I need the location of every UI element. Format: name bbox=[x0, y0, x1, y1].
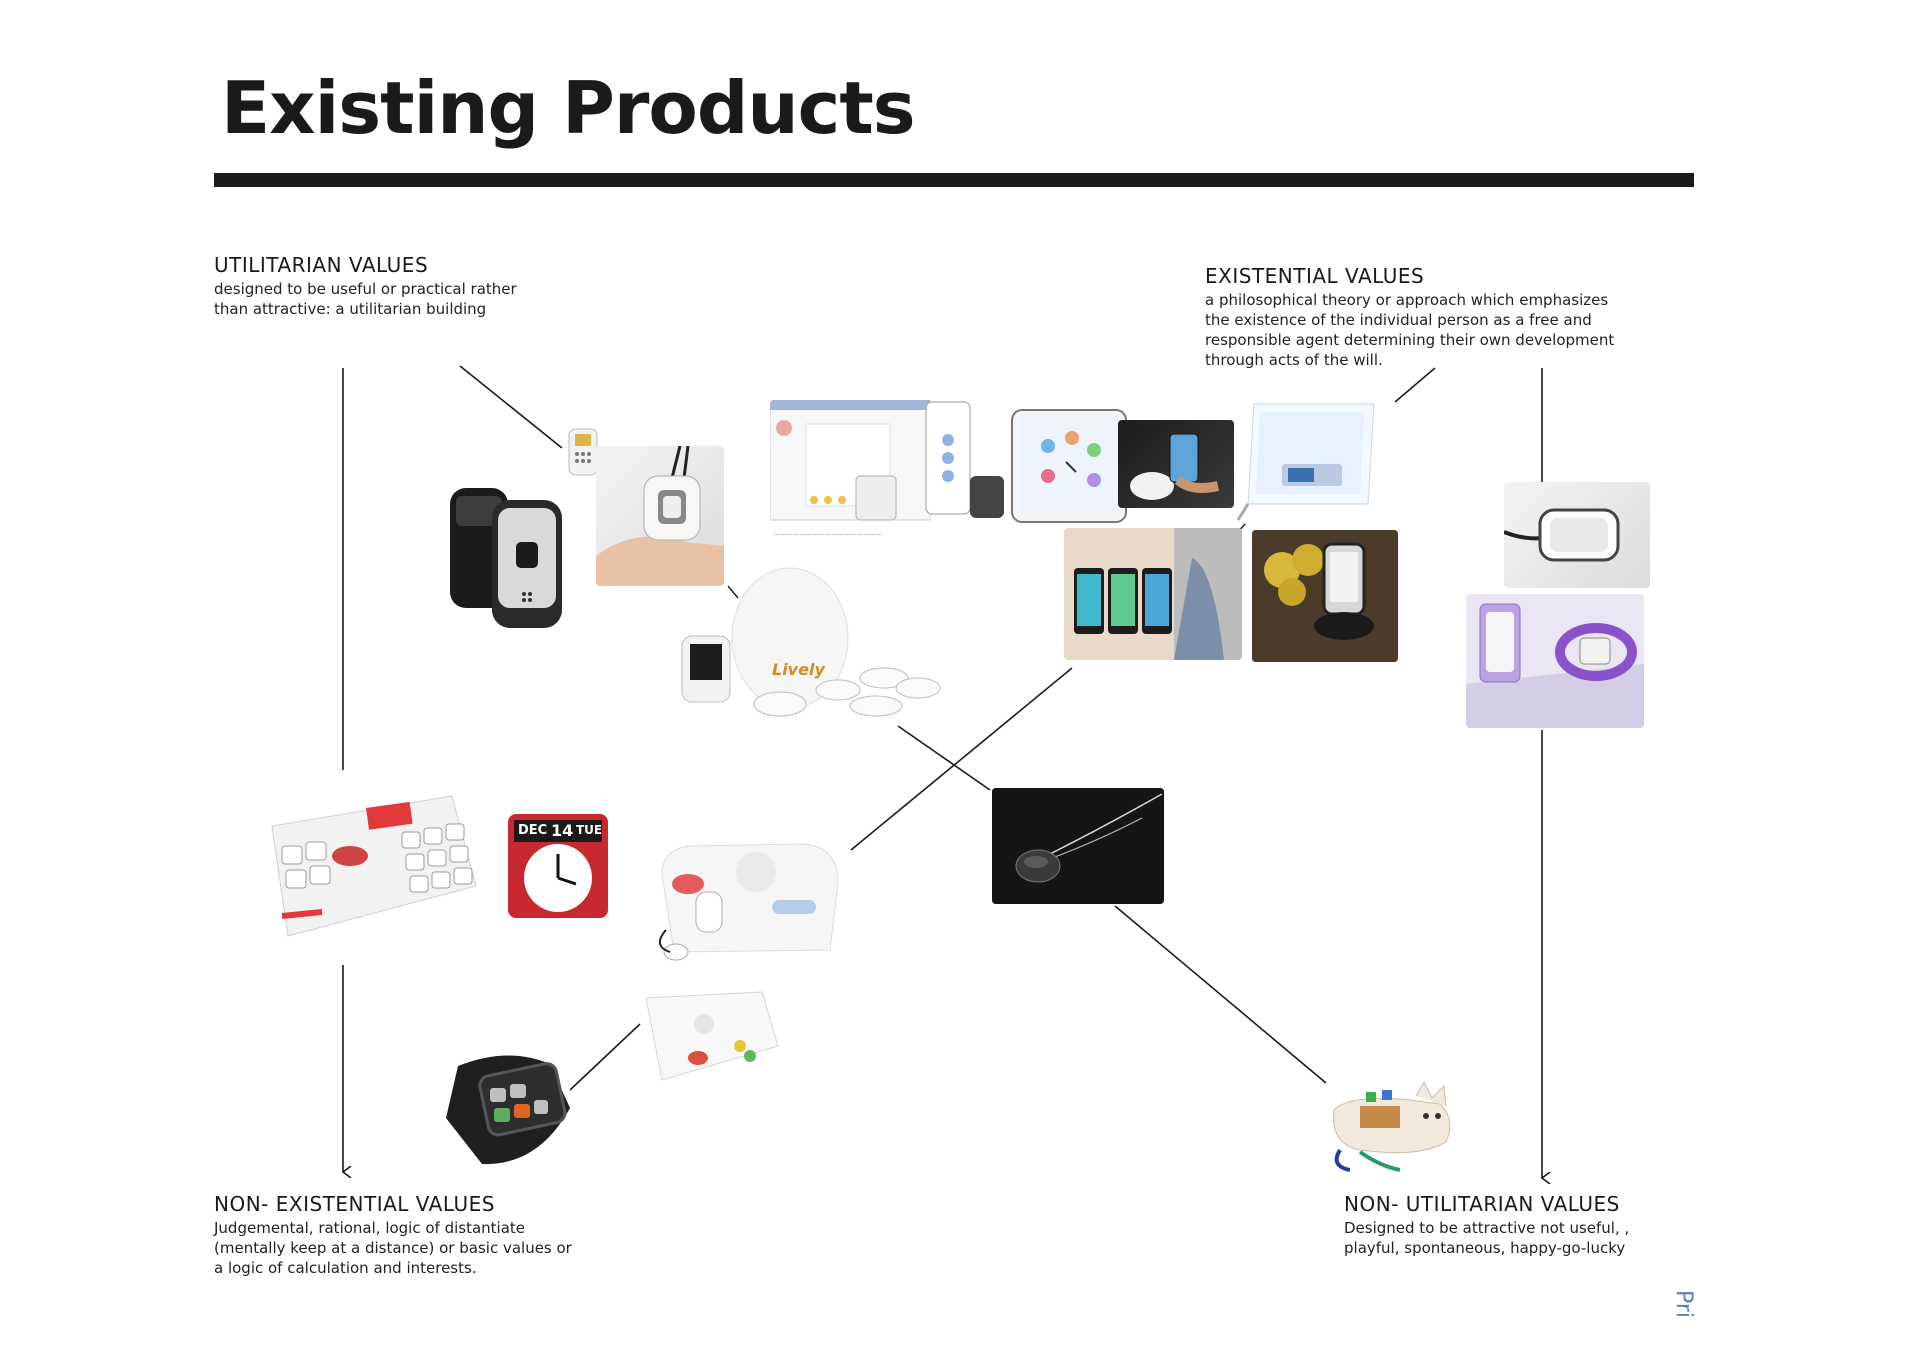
product-purple-band bbox=[1466, 594, 1644, 728]
product-phone-apps-person bbox=[1064, 528, 1242, 660]
connector-diag-b bbox=[850, 667, 1073, 851]
product-necklace-pendant bbox=[992, 788, 1164, 904]
utilitarian-line-1: designed to be useful or practical rathe… bbox=[214, 280, 517, 298]
connector-util bbox=[459, 365, 563, 449]
existential-line-2: the existence of the individual person a… bbox=[1205, 311, 1592, 329]
page-title: Existing Products bbox=[221, 66, 916, 150]
product-phone-photo bbox=[1118, 420, 1234, 508]
connector-diag-c bbox=[1114, 905, 1327, 1084]
non-existential-line-3: a logic of calculation and interests. bbox=[214, 1259, 477, 1277]
existential-values-block: EXISTENTIAL VALUES a philosophical theor… bbox=[1205, 264, 1645, 370]
existential-line-1: a philosophical theory or approach which… bbox=[1205, 291, 1609, 309]
non-existential-description: Judgemental, rational, logic of distanti… bbox=[214, 1218, 614, 1278]
utilitarian-description: designed to be useful or practical rathe… bbox=[214, 279, 584, 319]
connector-watch bbox=[569, 1023, 641, 1091]
product-mini-keypad bbox=[568, 428, 598, 476]
existential-line-3: responsible agent determining their own … bbox=[1205, 331, 1615, 349]
non-utilitarian-line-2: playful, spontaneous, happy-go-lucky bbox=[1344, 1239, 1626, 1257]
product-lively-kit: Lively bbox=[680, 566, 955, 726]
non-utilitarian-line-1: Designed to be attractive not useful, , bbox=[1344, 1219, 1630, 1237]
non-utilitarian-description: Designed to be attractive not useful, , … bbox=[1344, 1218, 1684, 1258]
product-docked-device bbox=[1252, 530, 1398, 662]
non-existential-values-block: NON- EXISTENTIAL VALUES Judgemental, rat… bbox=[214, 1192, 614, 1278]
connector-exist bbox=[1394, 367, 1436, 403]
product-wrist-device bbox=[438, 1046, 580, 1176]
existential-line-4: through acts of the will. bbox=[1205, 351, 1383, 369]
non-existential-line-1: Judgemental, rational, logic of distanti… bbox=[214, 1219, 526, 1237]
lively-brand-label: Lively bbox=[772, 660, 825, 679]
non-utilitarian-values-block: NON- UTILITARIAN VALUES Designed to be a… bbox=[1344, 1192, 1684, 1258]
utilitarian-values-block: UTILITARIAN VALUES designed to be useful… bbox=[214, 253, 584, 319]
non-existential-line-2: (mentally keep at a distance) or basic v… bbox=[214, 1239, 572, 1257]
existential-heading: EXISTENTIAL VALUES bbox=[1205, 264, 1425, 288]
product-day-clock: DEC 14 TUE bbox=[506, 812, 610, 920]
utilitarian-heading: UTILITARIAN VALUES bbox=[214, 253, 429, 277]
product-pendant-fobs bbox=[446, 482, 566, 632]
product-big-button-phone bbox=[262, 786, 482, 958]
connector-diag-a bbox=[897, 725, 991, 791]
product-alarm-panel bbox=[642, 984, 782, 1084]
existential-description: a philosophical theory or approach which… bbox=[1205, 290, 1645, 370]
product-cat-toy bbox=[1320, 1080, 1460, 1172]
product-charger-hub bbox=[1504, 482, 1650, 588]
svg-text:— — — — — — — — — — — — — — —: — — — — — — — — — — — — — — — — — bbox=[774, 532, 881, 538]
product-light-box bbox=[1234, 394, 1384, 524]
non-existential-heading: NON- EXISTENTIAL VALUES bbox=[214, 1192, 495, 1216]
non-utilitarian-heading: NON- UTILITARIAN VALUES bbox=[1344, 1192, 1620, 1216]
utilitarian-line-2: than attractive: a utilitarian building bbox=[214, 300, 487, 318]
clock-month-label: DEC bbox=[518, 823, 548, 838]
clock-day-label: 14 bbox=[551, 821, 574, 840]
product-tablet-app bbox=[1008, 406, 1130, 530]
product-app-screens: — — — — — — — — — — — — — — — — — bbox=[770, 400, 1010, 540]
page-mark: Pri bbox=[1671, 1290, 1696, 1319]
product-base-station bbox=[652, 834, 840, 966]
connector-small bbox=[727, 585, 739, 599]
clock-weekday-label: TUE bbox=[576, 823, 603, 837]
title-rule bbox=[214, 173, 1694, 187]
product-hand-pendant bbox=[596, 446, 724, 586]
